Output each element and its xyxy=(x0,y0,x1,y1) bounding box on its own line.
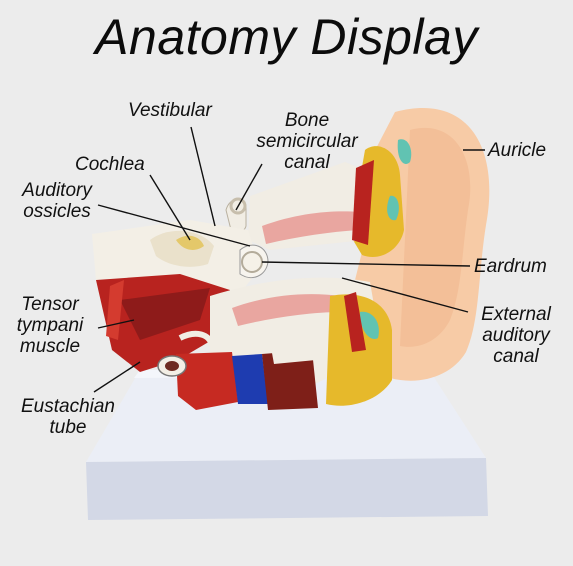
leader-vestibular xyxy=(190,126,216,227)
label-line: muscle xyxy=(19,336,81,357)
leader-tensor-tympani-muscle xyxy=(97,319,135,329)
page-title: Anatomy Display xyxy=(95,9,478,65)
label-auricle: Auricle xyxy=(488,140,547,161)
bone-block-upper xyxy=(248,160,374,250)
lower-structures xyxy=(176,336,318,410)
label-eustachian-tube: Eustachian tube xyxy=(4,396,132,438)
label-bone-semicircular-canal: Bone semicircular canal xyxy=(232,110,382,173)
label-line: Eustachian xyxy=(20,396,115,417)
label-line: auditory xyxy=(482,325,550,346)
leader-cochlea xyxy=(149,174,191,241)
leader-eustachian-tube xyxy=(93,361,141,393)
label-vestibular: Vestibular xyxy=(128,100,212,121)
leader-auditory-ossicles xyxy=(97,204,251,247)
leader-lines xyxy=(93,126,485,393)
label-line: canal xyxy=(493,346,539,367)
label-line: Bone xyxy=(284,110,330,131)
eustachian-tube-model xyxy=(157,330,215,377)
label-cochlea: Cochlea xyxy=(75,154,145,175)
leader-eardrum xyxy=(261,261,471,267)
leader-external-auditory-canal xyxy=(341,277,469,313)
label-line: Tensor xyxy=(21,294,79,315)
label-line: ossicles xyxy=(23,201,91,222)
label-line: tympani xyxy=(16,315,84,336)
label-line: semicircular xyxy=(256,131,358,152)
label-external-auditory-canal: External auditory canal xyxy=(464,304,568,367)
label-line: tube xyxy=(49,417,87,438)
muscle-model xyxy=(96,274,230,372)
label-auditory-ossicles: Auditory ossicles xyxy=(4,180,110,222)
label-line: External xyxy=(481,304,551,325)
label-line: canal xyxy=(284,152,330,173)
label-tensor-tympani-muscle: Tensor tympani muscle xyxy=(0,294,100,357)
leader-bone-semicircular-canal xyxy=(235,163,263,211)
label-eardrum: Eardrum xyxy=(474,256,547,277)
label-line: Auditory xyxy=(22,180,92,201)
